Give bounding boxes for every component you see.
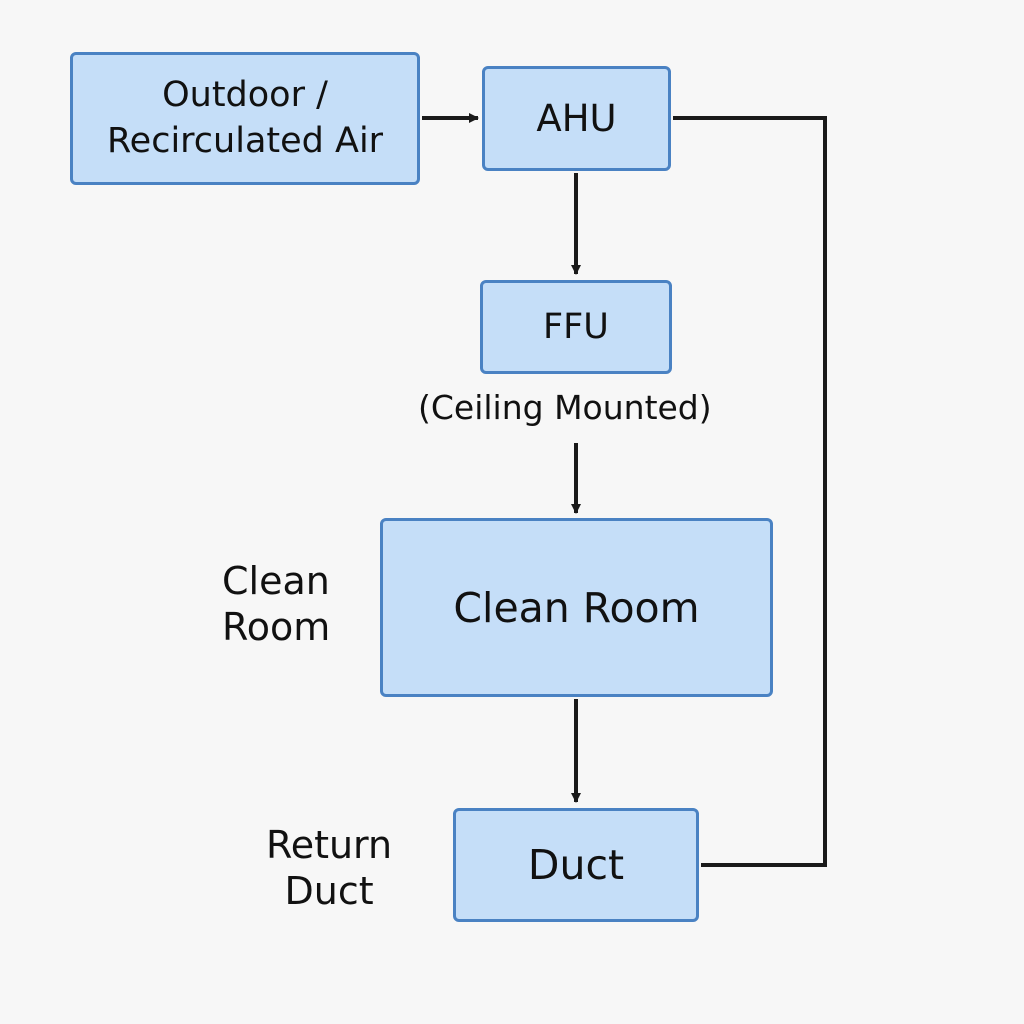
duct-node-label: Duct xyxy=(527,841,625,889)
clean-room-side-label: Clean Room xyxy=(222,559,331,650)
outdoor-node-label: Outdoor / Recirculated Air xyxy=(106,75,384,161)
ffu-caption: (Ceiling Mounted) xyxy=(418,388,712,427)
ahu-node: AHU xyxy=(482,66,671,171)
ahu-node-label: AHU xyxy=(536,97,617,140)
duct-node: Duct xyxy=(453,808,699,922)
return-duct-side-label: Return Duct xyxy=(266,823,393,914)
ffu-node-label: FFU xyxy=(543,307,609,347)
clean-room-node: Clean Room xyxy=(380,518,773,697)
clean-room-node-label: Clean Room xyxy=(453,583,700,632)
edge-return-loop xyxy=(673,116,827,867)
ffu-node: FFU xyxy=(480,280,672,374)
outdoor-recirculated-air-node: Outdoor / Recirculated Air xyxy=(70,52,420,185)
